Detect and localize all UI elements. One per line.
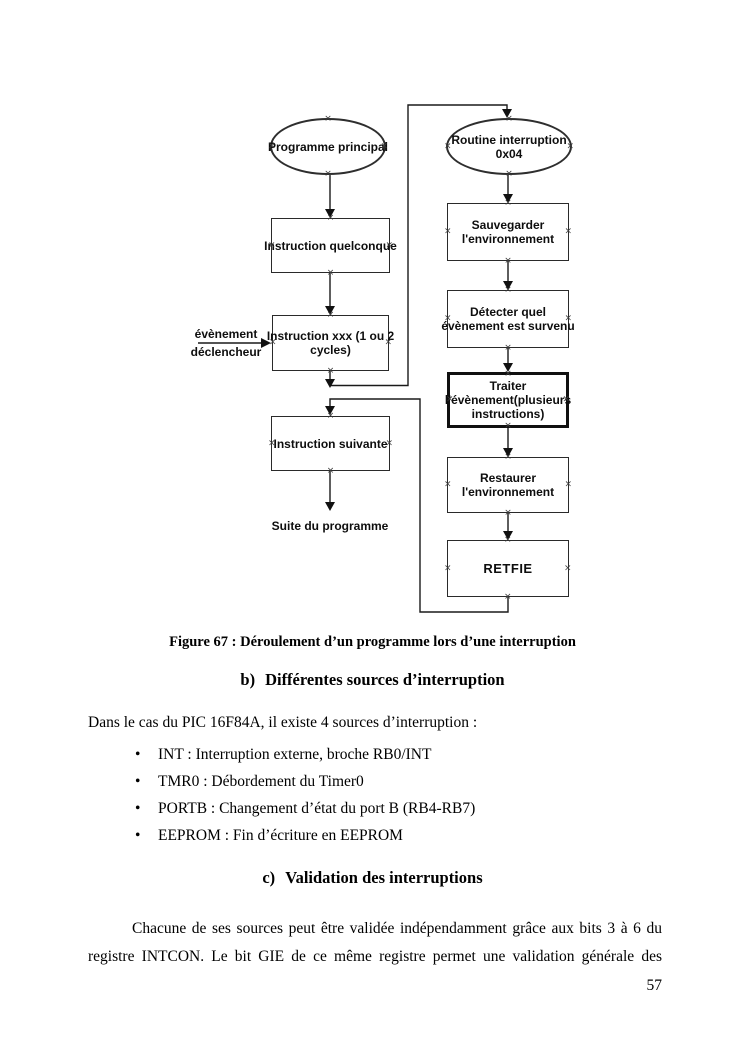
node-instruction-xxx: Instruction xxx (1 ou 2 cycles)×××× — [266, 310, 395, 376]
section-heading-b-prefix: b) — [240, 670, 256, 689]
selection-handle: × — [326, 213, 335, 223]
selection-handle: × — [324, 169, 332, 179]
selection-handle: × — [384, 337, 392, 348]
node-sauvegarder-environnement: Sauvegarder l'environnement×××× — [444, 198, 572, 266]
list-item: TMR0 : Débordement du Timer0 — [135, 768, 475, 795]
selection-handle: × — [444, 479, 452, 490]
body-paragraph: Chacune de ses sources peut être validée… — [88, 915, 662, 971]
selection-handle: × — [505, 169, 513, 179]
flowchart-figure: Programme principal×××× Instruction quel… — [190, 104, 575, 613]
section-heading-c: c) Validation des interruptions — [62, 868, 683, 888]
selection-handle: × — [385, 240, 393, 250]
selection-handle: × — [504, 285, 512, 295]
selection-handle: × — [326, 411, 335, 421]
selection-handle: × — [504, 256, 512, 266]
list-item: EEPROM : Fin d’écriture en EEPROM — [135, 822, 475, 849]
selection-handle: × — [326, 466, 335, 476]
interrupt-sources-list: INT : Interruption externe, broche RB0/I… — [135, 741, 475, 849]
selection-handle: × — [326, 268, 335, 278]
selection-handle: × — [268, 438, 276, 448]
selection-handle: × — [504, 452, 512, 462]
trigger-event-label: évènement déclencheur — [190, 327, 262, 359]
list-item: INT : Interruption externe, broche RB0/I… — [135, 741, 475, 768]
selection-handle: × — [564, 313, 572, 324]
selection-handle: × — [268, 240, 276, 250]
connector-line — [198, 104, 509, 613]
selection-handle: × — [444, 313, 452, 324]
selection-handle: × — [444, 563, 453, 573]
node-detecter-evenement: Détecter quel évènement est survenu×××× — [441, 285, 575, 353]
selection-handle: × — [504, 369, 512, 379]
section-heading-b-title: Différentes sources d’interruption — [265, 670, 505, 689]
selection-handle: × — [562, 394, 570, 405]
flowchart-connectors — [198, 104, 513, 613]
section-heading-c-title: Validation des interruptions — [285, 868, 483, 887]
selection-handle: × — [444, 226, 452, 237]
section-heading-c-prefix: c) — [262, 868, 276, 887]
selection-handle: × — [268, 141, 276, 151]
selection-handle: × — [503, 592, 513, 602]
selection-handle: × — [505, 114, 513, 124]
page-number: 57 — [646, 977, 663, 994]
selection-handle: × — [326, 310, 335, 320]
selection-handle: × — [504, 421, 512, 431]
selection-handle: × — [566, 141, 574, 151]
selection-handle: × — [503, 535, 513, 545]
paragraph-line: Chacune de ses sources peut être validée… — [132, 920, 662, 937]
arrowheads — [261, 109, 513, 540]
node-routine-interruption: Routine interruption 0x04×××× — [444, 114, 574, 179]
selection-handle: × — [385, 438, 393, 448]
paragraph-line: registre INTCON. Le bit GIE de ce même r… — [88, 948, 662, 965]
selection-handle: × — [504, 198, 512, 208]
node-suite-du-programme: Suite du programme — [271, 519, 389, 533]
selection-handle: × — [326, 366, 335, 376]
selection-handle: × — [564, 479, 572, 490]
node-instruction-suivante: Instruction suivante×××× — [268, 411, 393, 476]
selection-handle: × — [324, 114, 332, 124]
selection-handle: × — [563, 563, 572, 573]
selection-handle: × — [269, 337, 277, 348]
node-programme-principal: Programme principal×××× — [267, 114, 389, 179]
section-heading-b: b) Différentes sources d’interruption — [62, 670, 683, 690]
selection-handle: × — [564, 226, 572, 237]
selection-handle: × — [380, 141, 388, 151]
selection-handle: × — [504, 343, 512, 353]
list-item: PORTB : Changement d’état du port B (RB4… — [135, 795, 475, 822]
node-instruction-quelconque: Instruction quelconque×××× — [264, 213, 397, 278]
selection-handle: × — [446, 394, 454, 405]
intro-paragraph: Dans le cas du PIC 16F84A, il existe 4 s… — [88, 714, 478, 731]
figure-caption: Figure 67 : Déroulement d’un programme l… — [169, 634, 576, 650]
selection-handle: × — [444, 141, 452, 151]
node-restaurer-environnement: Restaurer l'environnement×××× — [444, 452, 572, 518]
selection-handle: × — [504, 508, 512, 518]
node-traiter-evenement: Traiter l'évènement(plusieurs instructio… — [444, 369, 572, 431]
node-retfie: RETFIE×××× — [444, 535, 572, 602]
